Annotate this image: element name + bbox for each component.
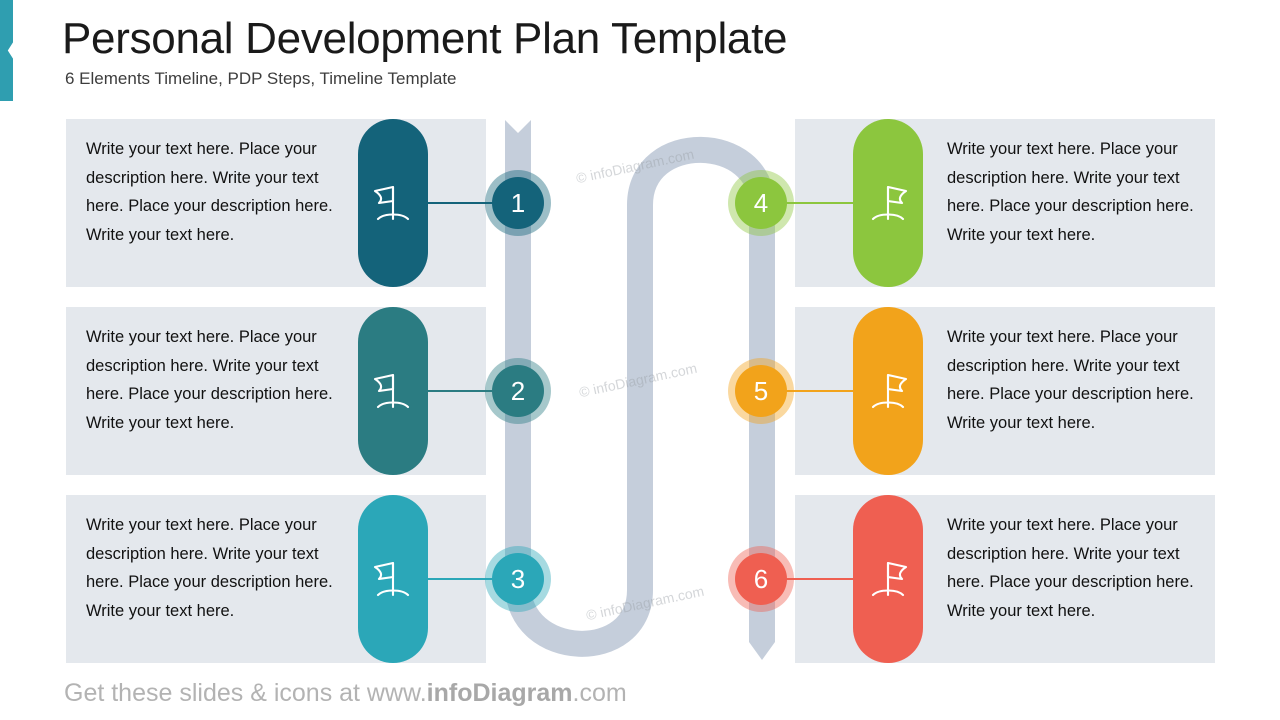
step-connector-line [428,202,494,204]
step-number: 5 [753,376,769,406]
step-icon-pill[interactable] [358,495,428,663]
step-description: Write your text here. Place your descrip… [86,516,333,621]
flag-icon [871,185,908,221]
step-connector-line [785,202,853,204]
step-connector-line [785,578,853,580]
flag-icon [871,561,908,597]
page-subtitle: 6 Elements Timeline, PDP Steps, Timeline… [65,69,457,88]
step-description: Write your text here. Place your descrip… [947,328,1194,433]
flag-icon [373,185,410,221]
step-number-marker[interactable]: 4 [728,170,794,236]
step-connector-line [428,578,494,580]
step-number: 1 [510,188,526,218]
step-description: Write your text here. Place your descrip… [947,140,1194,245]
step-description: Write your text here. Place your descrip… [86,328,333,433]
step-icon-pill[interactable] [853,119,923,287]
timeline-step-5[interactable]: Write your text here. Place your descrip… [728,307,1215,475]
footer-prefix: Get these slides & icons at www. [64,679,427,707]
step-description: Write your text here. Place your descrip… [86,140,333,245]
marker-core [492,365,544,417]
step-icon-pill[interactable] [358,119,428,287]
step-number: 6 [753,564,769,594]
step-number-marker[interactable]: 6 [728,546,794,612]
marker-core [735,365,787,417]
step-connector-line [428,390,494,392]
flag-icon [871,373,908,409]
watermark: © infoDiagram.com [584,582,706,624]
timeline-step-6[interactable]: Write your text here. Place your descrip… [728,495,1215,663]
footer-promo: Get these slides & icons at www.infoDiag… [64,679,627,708]
accent-bar-decoration [0,0,13,101]
watermark: © infoDiagram.com [574,145,696,187]
timeline-step-3[interactable]: Write your text here. Place your descrip… [66,495,551,663]
marker-core [492,553,544,605]
step-number-marker[interactable]: 5 [728,358,794,424]
flag-icon [373,561,410,597]
step-connector-line [785,390,853,392]
step-number: 4 [753,188,769,218]
flag-icon [373,373,410,409]
timeline-step-1[interactable]: Write your text here. Place your descrip… [66,119,551,287]
step-number-marker[interactable]: 1 [485,170,551,236]
footer-brand: infoDiagram [426,679,573,707]
footer-suffix: .com [572,679,627,707]
step-number: 2 [510,376,526,406]
marker-core [735,553,787,605]
page-title: Personal Development Plan Template [62,14,788,63]
step-number-marker[interactable]: 2 [485,358,551,424]
step-icon-pill[interactable] [358,307,428,475]
watermark: © infoDiagram.com [577,359,699,401]
marker-core [735,177,787,229]
timeline-step-4[interactable]: Write your text here. Place your descrip… [728,119,1215,287]
step-icon-pill[interactable] [853,495,923,663]
step-number: 3 [510,564,526,594]
marker-core [492,177,544,229]
step-icon-pill[interactable] [853,307,923,475]
step-description: Write your text here. Place your descrip… [947,516,1194,621]
step-number-marker[interactable]: 3 [485,546,551,612]
timeline-step-2[interactable]: Write your text here. Place your descrip… [66,307,551,475]
